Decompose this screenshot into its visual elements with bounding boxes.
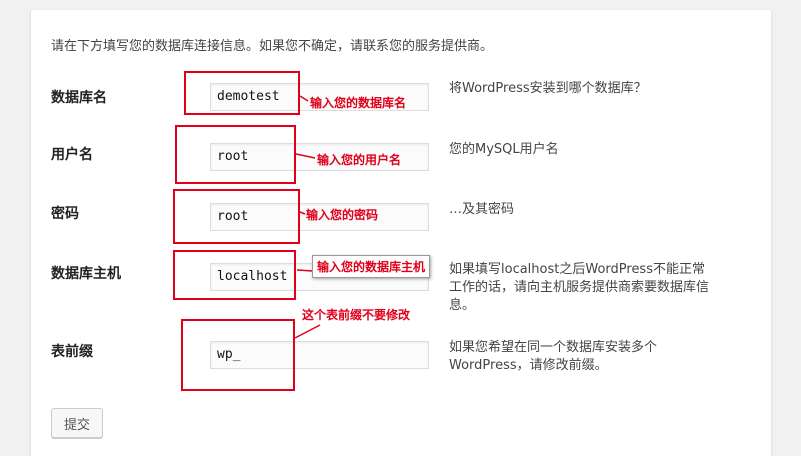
username-label: 用户名: [51, 147, 93, 163]
table-prefix-description-line: 如果您希望在同一个数据库安装多个: [449, 340, 658, 355]
submit-button[interactable]: 提交: [51, 408, 103, 438]
table-prefix-description-line: WordPress，请修改前缀。: [449, 358, 608, 373]
db-name-description: 将WordPress安装到哪个数据库？: [449, 81, 647, 96]
intro-text: 请在下方填写您的数据库连接信息。如果您不确定，请联系您的服务提供商。: [51, 39, 494, 54]
annotation-note-db-name: 输入您的数据库名: [310, 96, 407, 110]
annotation-note-password: 输入您的密码: [306, 208, 379, 222]
table-prefix-label: 表前缀: [51, 344, 93, 360]
table-prefix-description: 如果您希望在同一个数据库安装多个 WordPress，请修改前缀。: [449, 339, 657, 375]
annotation-arrow: [299, 211, 306, 215]
annotation-arrow: [299, 95, 309, 102]
db-name-label: 数据库名: [51, 90, 107, 106]
annotation-note-table-prefix: 这个表前缀不要修改: [302, 308, 411, 322]
annotation-note-username: 输入您的用户名: [317, 153, 402, 167]
table-prefix-input[interactable]: wp_: [210, 341, 429, 369]
db-host-description-line: 工作的话，请向主机服务提供商索要数据库信: [449, 280, 710, 295]
password-input[interactable]: root: [210, 203, 429, 231]
annotation-arrow: [295, 153, 316, 159]
annotation-note-db-host: 输入您的数据库主机: [312, 255, 431, 278]
db-host-description: 如果填写localhost之后WordPress不能正常 工作的话，请向主机服务…: [449, 261, 709, 315]
db-host-description-line: 息。: [449, 298, 476, 313]
password-label: 密码: [51, 206, 79, 222]
username-input[interactable]: root: [210, 143, 429, 171]
db-host-description-line: 如果填写localhost之后WordPress不能正常: [449, 262, 705, 277]
db-name-input[interactable]: demotest: [210, 83, 429, 111]
password-description: …及其密码: [449, 202, 515, 217]
db-host-label: 数据库主机: [51, 266, 121, 282]
username-description: 您的MySQL用户名: [449, 142, 559, 157]
annotation-arrow: [294, 324, 321, 339]
annotation-arrow: [296, 269, 314, 272]
